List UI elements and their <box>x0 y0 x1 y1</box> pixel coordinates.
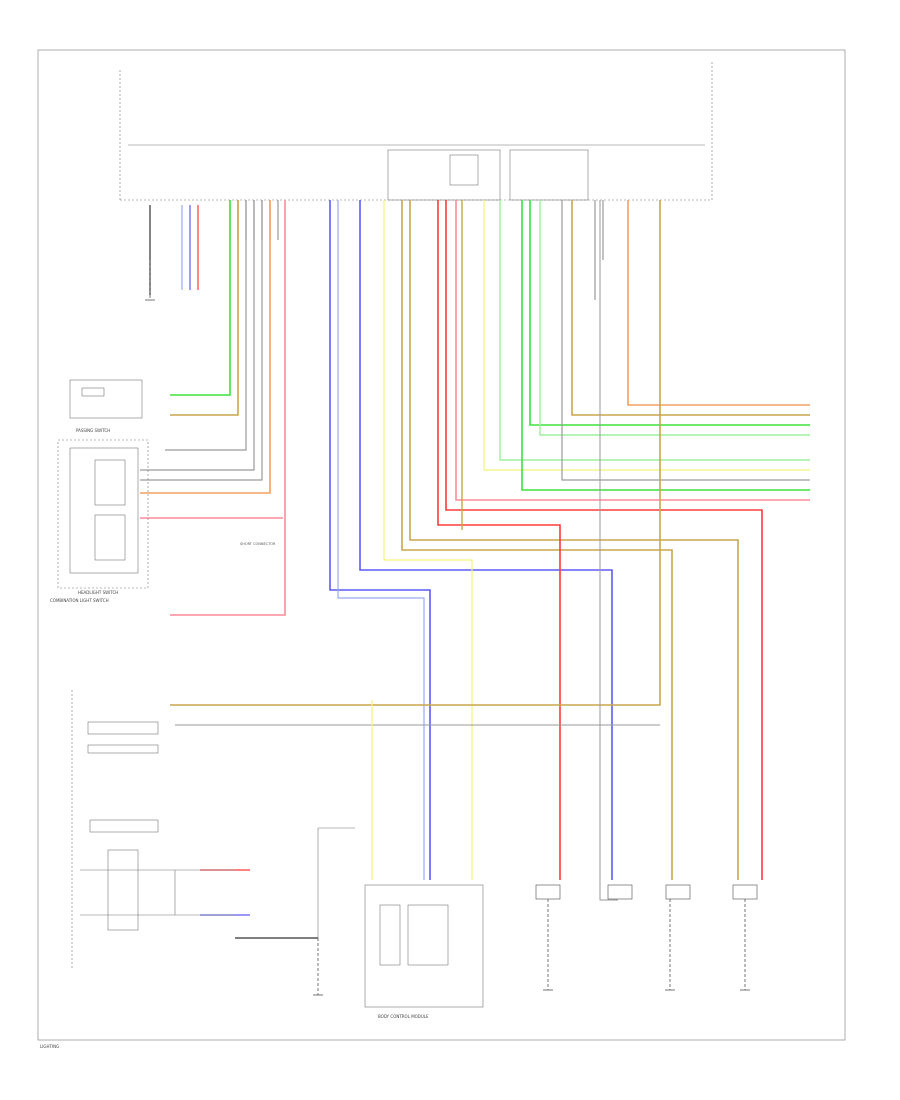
ground-group <box>145 260 750 996</box>
headlight-switch-box <box>57 439 149 589</box>
lamp-connector-3 <box>732 884 758 900</box>
headlight-switch-label: HEADLIGHT SWITCH <box>78 590 118 595</box>
lamp-connector-0 <box>535 884 561 900</box>
tan-wire-a <box>401 200 673 880</box>
red-wire-a <box>437 200 561 880</box>
green-wire-a <box>521 200 810 491</box>
light-green-wire-a <box>499 200 810 461</box>
light-green-wire-b <box>539 200 810 436</box>
gray-wire-a <box>561 200 810 481</box>
bottom-left-module <box>71 690 235 970</box>
gray-headlight-wire-2 <box>140 200 255 471</box>
short-connector-label: SHORT CONNECTOR <box>240 542 276 546</box>
tan-wire-e <box>170 200 661 706</box>
lamp-connector-2 <box>665 884 691 900</box>
bcm-label: BODY CONTROL MODULE <box>378 1014 429 1019</box>
yellow-wire-a <box>383 200 473 880</box>
green-passing-wire <box>170 200 231 396</box>
lamp-group <box>535 884 758 900</box>
blue-wire-a <box>329 200 431 880</box>
tan-passing-wire <box>170 200 239 416</box>
passing-switch-box <box>69 379 143 419</box>
gray-wire-b <box>599 200 618 901</box>
red-wire-b <box>445 200 763 880</box>
orange-headlight-wire <box>140 200 271 494</box>
diagram-frame <box>37 49 846 1041</box>
combination-switch-label: COMBINATION LIGHT SWITCH <box>50 598 109 603</box>
passing-switch-label: PASSING SWITCH <box>76 428 110 433</box>
top-module <box>119 62 713 201</box>
body-control-module <box>317 827 484 1008</box>
yellow-wire-b <box>483 200 810 471</box>
tan-wire-d <box>571 200 810 416</box>
light-blue-wire-a <box>337 200 425 880</box>
gray-headlight-wire-3 <box>140 200 263 481</box>
wire-layer <box>140 200 810 939</box>
tan-wire-b <box>409 200 739 880</box>
pink-headlight-wire <box>170 200 286 616</box>
footer-label: LIGHTING <box>40 1044 59 1049</box>
gray-headlight-wire-1 <box>165 200 247 451</box>
pink-wire-a <box>455 200 810 501</box>
lamp-connector-1 <box>607 884 633 900</box>
green-wire-b <box>529 200 810 426</box>
orange-wire-a <box>627 200 810 406</box>
